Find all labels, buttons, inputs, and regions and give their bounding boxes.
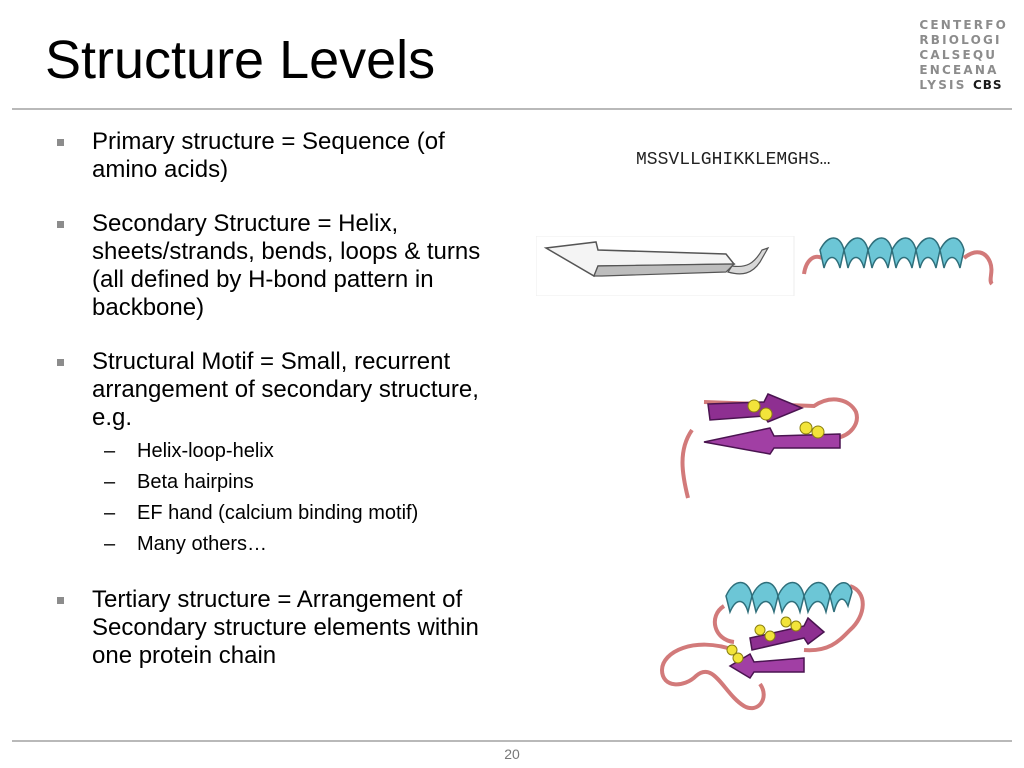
logo-line-3: CALSEQU — [919, 48, 998, 62]
logo-line-5-text: LYSIS — [919, 78, 967, 92]
beta-strand-image — [536, 236, 795, 296]
tertiary-bond-spheres — [726, 616, 802, 664]
motif-example-item: –Beta hairpins — [92, 467, 515, 498]
beta-hairpin-image — [680, 393, 859, 499]
logo-line-5: LYSIS CBS — [919, 78, 1008, 93]
slide-title: Structure Levels — [45, 30, 436, 90]
tertiary-structure-image — [659, 581, 865, 710]
motif-example-list: –Helix-loop-helix –Beta hairpins –EF han… — [92, 436, 515, 560]
bullet-item-primary: Primary structure = Sequence (of amino a… — [55, 128, 515, 184]
motif-example-item: –Helix-loop-helix — [92, 436, 515, 467]
dash-icon: – — [104, 440, 116, 462]
bullet-text: Structural Motif = Small, recurrent arra… — [92, 348, 479, 431]
tertiary-coil-right — [803, 584, 865, 653]
dash-icon: – — [104, 533, 116, 555]
bullet-square-icon — [57, 221, 64, 228]
cbs-logo: CENTERFO RBIOLOGI CALSEQU ENCEANA LYSIS … — [919, 18, 1008, 93]
helix-coil-start — [802, 254, 823, 275]
motif-example-text: EF hand (calcium binding motif) — [137, 502, 419, 524]
strand-tail — [727, 246, 770, 275]
bullet-item-tertiary: Tertiary structure = Arrangement of Seco… — [55, 586, 515, 670]
motif-example-text: Beta hairpins — [137, 471, 254, 493]
bullet-square-icon — [57, 359, 64, 366]
tertiary-coil-top — [712, 604, 735, 644]
bullet-text: Secondary Structure = Helix, sheets/stra… — [92, 210, 481, 321]
logo-line-4: ENCEANA — [919, 63, 999, 77]
hairpin-coil-tail — [680, 428, 694, 499]
bullet-square-icon — [57, 597, 64, 604]
logo-line-2: RBIOLOGI — [919, 33, 1002, 47]
motif-example-item: –Many others… — [92, 529, 515, 560]
logo-line-1: CENTERFO — [919, 18, 1008, 32]
top-divider — [12, 108, 1012, 110]
logo-accent: CBS — [972, 78, 1003, 92]
bullet-item-secondary: Secondary Structure = Helix, sheets/stra… — [55, 210, 515, 322]
hairpin-loop — [703, 397, 859, 440]
bottom-divider — [12, 740, 1012, 742]
hairpin-strand-bottom — [703, 427, 841, 455]
bullet-square-icon — [57, 139, 64, 146]
motif-example-text: Many others… — [137, 533, 268, 555]
motif-example-item: –EF hand (calcium binding motif) — [92, 498, 515, 529]
tertiary-sheet-bottom — [728, 652, 805, 680]
tertiary-coil-left — [659, 642, 766, 710]
alpha-helix-image — [802, 237, 994, 286]
bullet-text: Tertiary structure = Arrangement of Seco… — [92, 586, 479, 669]
dash-icon: – — [104, 502, 116, 524]
tertiary-helix — [725, 581, 853, 615]
bullet-text: Primary structure = Sequence (of amino a… — [92, 128, 445, 183]
helix-turns — [819, 237, 965, 269]
dash-icon: – — [104, 471, 116, 493]
motif-example-text: Helix-loop-helix — [137, 440, 274, 462]
bullet-list: Primary structure = Sequence (of amino a… — [55, 128, 515, 696]
disulfide-bond-spheres — [747, 399, 825, 439]
helix-coil-end — [962, 250, 994, 286]
bullet-item-motif: Structural Motif = Small, recurrent arra… — [55, 348, 515, 560]
tertiary-sheet-top — [749, 616, 826, 651]
amino-acid-sequence: MSSVLLGHIKKLEMGHS… — [636, 150, 831, 170]
page-number: 20 — [504, 746, 520, 762]
